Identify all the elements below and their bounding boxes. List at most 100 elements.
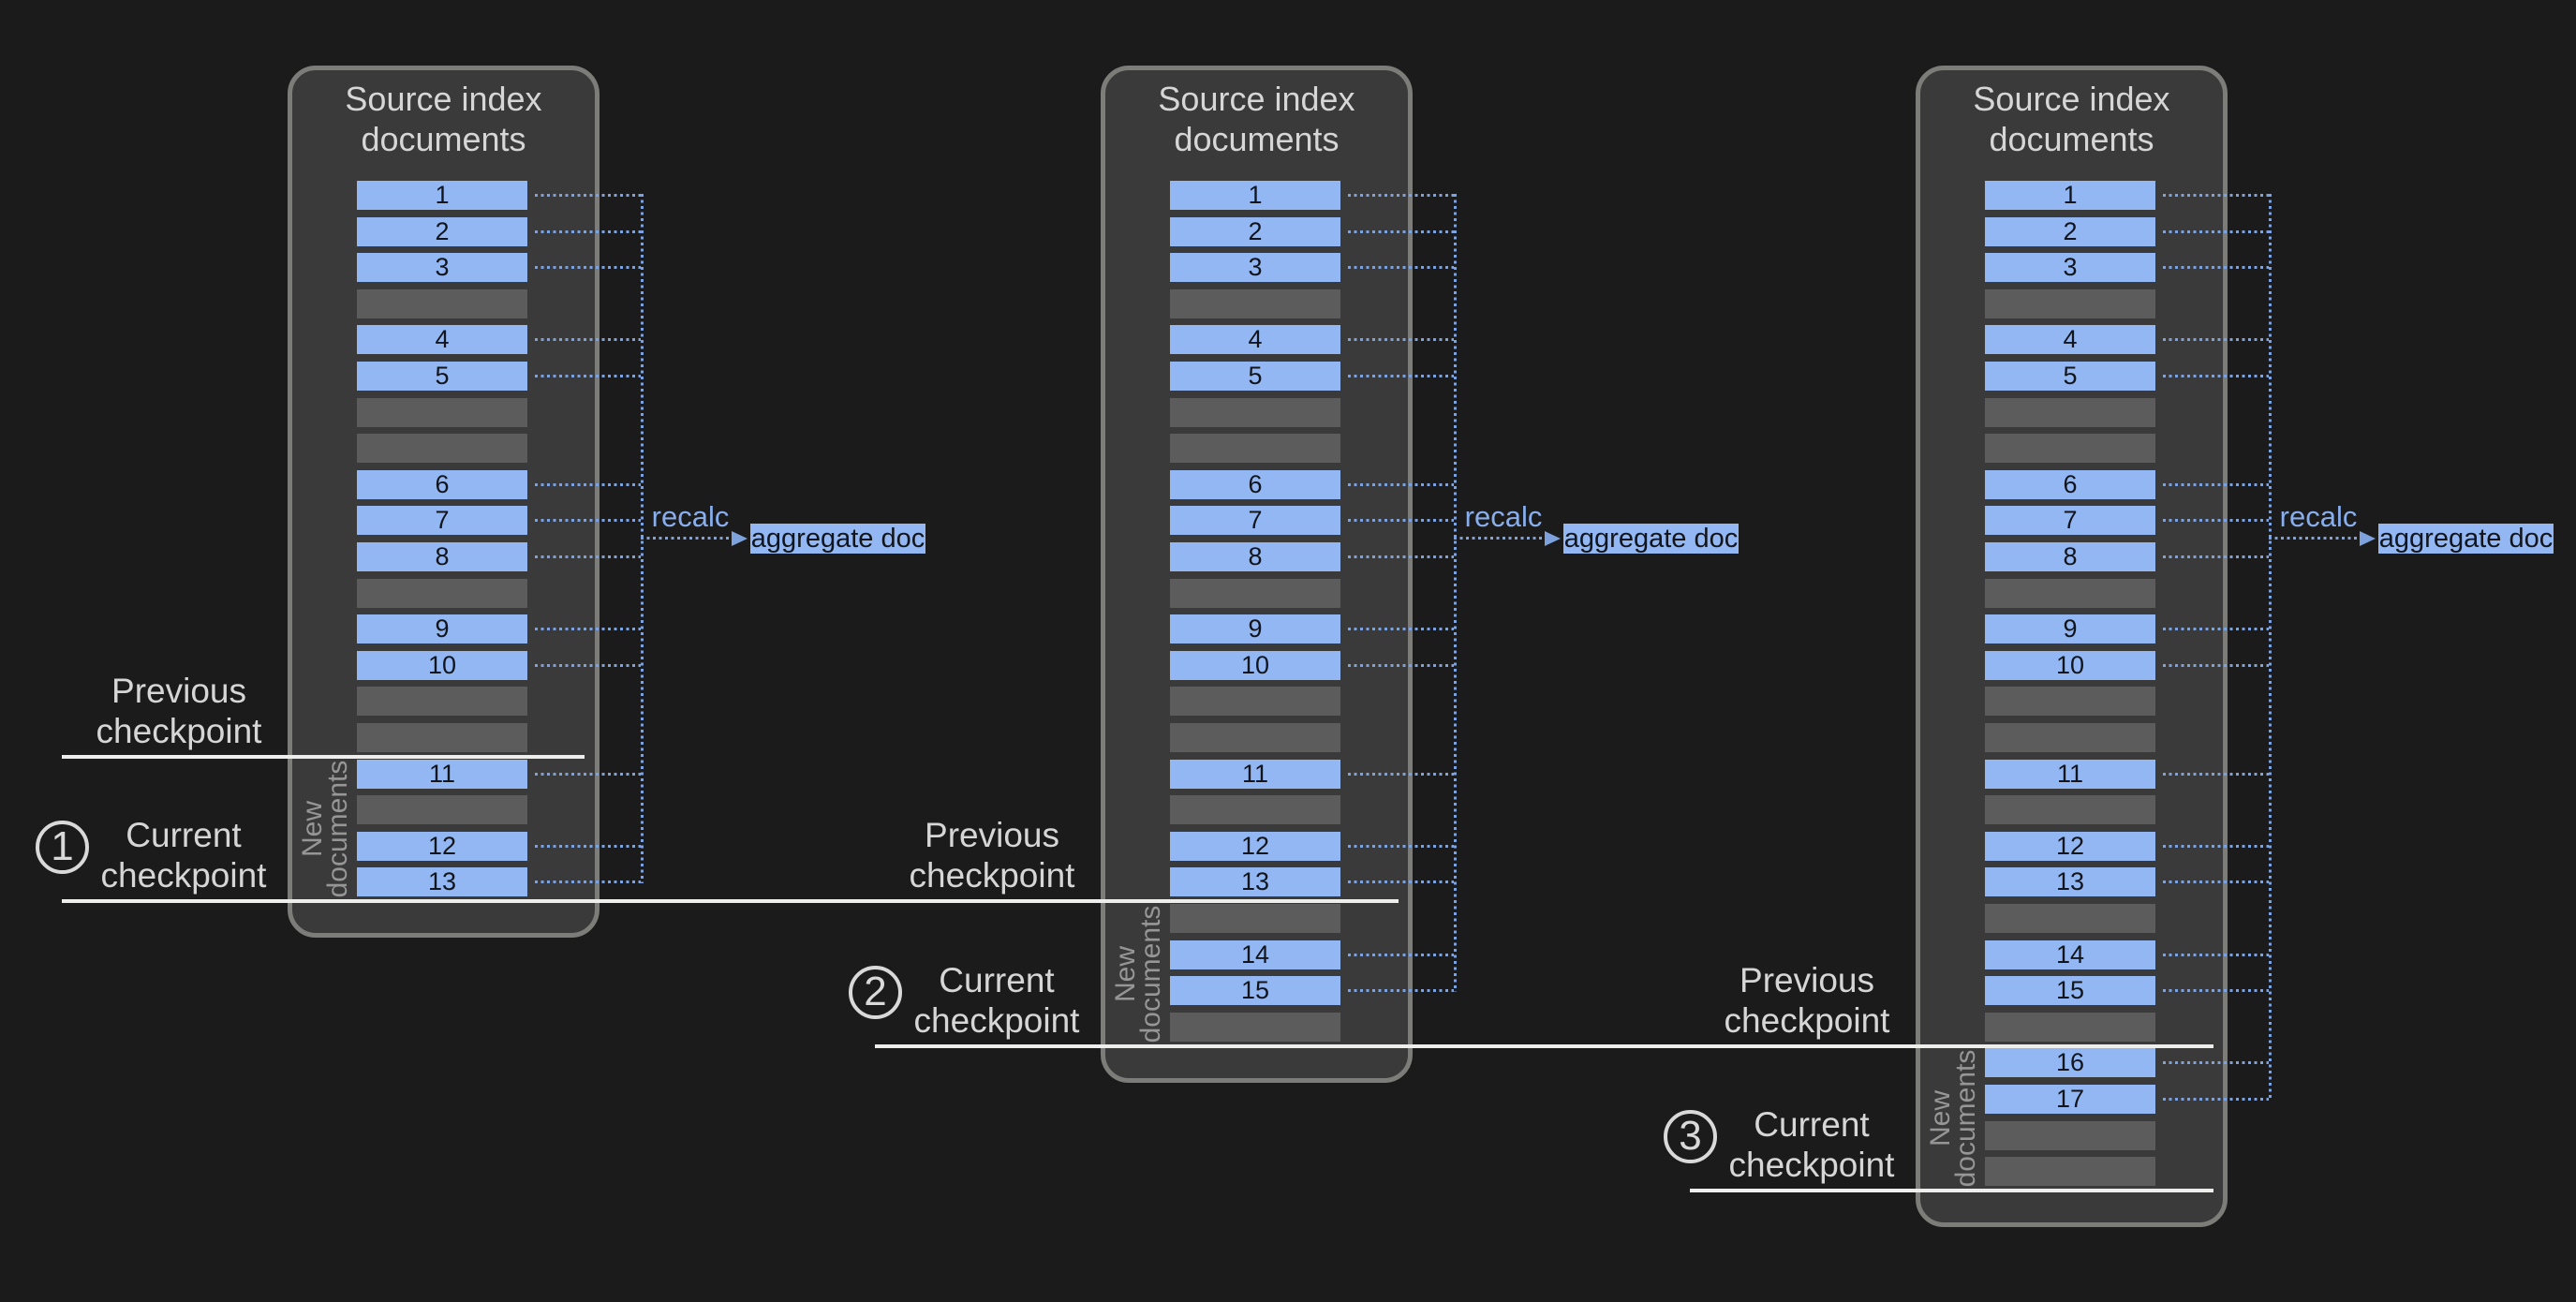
document-row: 10 bbox=[1170, 650, 1340, 680]
previous-checkpoint-label-line: Previous bbox=[111, 672, 246, 710]
document-row: 16 bbox=[1985, 1048, 2155, 1078]
document-row: 5 bbox=[357, 362, 527, 391]
bracket-connector-line bbox=[535, 628, 641, 631]
source-index-panel bbox=[288, 66, 600, 938]
checkpoint-number-badge: 1 bbox=[36, 821, 89, 874]
bracket-connector-line bbox=[1348, 844, 1454, 848]
current-checkpoint-label-line: checkpoint bbox=[100, 856, 267, 895]
bracket-vertical-line bbox=[1454, 194, 1457, 993]
recalc-arrowhead-icon bbox=[2360, 531, 2376, 546]
empty-document-slot bbox=[1985, 795, 2155, 825]
bracket-connector-line bbox=[2163, 880, 2269, 884]
current-checkpoint-label-line: Current bbox=[1754, 1105, 1870, 1144]
document-row: 2 bbox=[1985, 216, 2155, 246]
previous-checkpoint-label-line: checkpoint bbox=[1724, 1001, 1890, 1040]
bracket-connector-line bbox=[1348, 338, 1454, 342]
document-row: 14 bbox=[1170, 940, 1340, 969]
document-row: 14 bbox=[1985, 940, 2155, 969]
previous-checkpoint-label-line: checkpoint bbox=[909, 856, 1075, 895]
bracket-connector-line bbox=[535, 229, 641, 233]
empty-document-slot bbox=[1985, 1120, 2155, 1150]
document-row: 13 bbox=[1985, 867, 2155, 897]
previous-checkpoint-label-line: Previous bbox=[1740, 961, 1874, 999]
empty-document-slot bbox=[1985, 1157, 2155, 1187]
empty-document-slot bbox=[1985, 397, 2155, 427]
document-row: 1 bbox=[1985, 181, 2155, 210]
document-row: 12 bbox=[1170, 831, 1340, 861]
bracket-connector-line bbox=[2163, 194, 2269, 197]
new-documents-label-line: New bbox=[1925, 1090, 1956, 1147]
document-row: 7 bbox=[1985, 506, 2155, 536]
bracket-connector-line bbox=[2163, 844, 2269, 848]
empty-document-slot bbox=[357, 723, 527, 752]
bracket-connector-line bbox=[1348, 989, 1454, 993]
document-row: 8 bbox=[1170, 542, 1340, 571]
bracket-connector-line bbox=[535, 663, 641, 667]
bracket-connector-line bbox=[535, 555, 641, 558]
document-row: 11 bbox=[357, 759, 527, 789]
empty-document-slot bbox=[357, 795, 527, 825]
bracket-connector-line bbox=[2163, 338, 2269, 342]
current-checkpoint-line bbox=[875, 1044, 2213, 1048]
current-checkpoint-label-line: checkpoint bbox=[913, 1001, 1080, 1040]
bracket-connector-line bbox=[1348, 229, 1454, 233]
document-row: 8 bbox=[1985, 542, 2155, 571]
bracket-connector-line bbox=[1348, 953, 1454, 956]
empty-document-slot bbox=[357, 397, 527, 427]
document-row: 2 bbox=[1170, 216, 1340, 246]
recalc-arrowhead-icon bbox=[732, 531, 748, 546]
bracket-connector-line bbox=[535, 338, 641, 342]
empty-document-slot bbox=[1985, 904, 2155, 933]
recalc-arrow-line bbox=[1454, 537, 1545, 540]
new-documents-label-line: documents bbox=[322, 760, 353, 898]
bracket-connector-line bbox=[535, 375, 641, 377]
empty-document-slot bbox=[1985, 434, 2155, 464]
bracket-connector-line bbox=[2163, 375, 2269, 377]
document-row: 8 bbox=[357, 542, 527, 571]
aggregate-doc-badge: aggregate doc bbox=[1563, 524, 1739, 554]
empty-document-slot bbox=[357, 434, 527, 464]
empty-document-slot bbox=[357, 687, 527, 717]
document-row: 4 bbox=[357, 325, 527, 355]
empty-document-slot bbox=[1170, 289, 1340, 318]
bracket-connector-line bbox=[2163, 1061, 2269, 1065]
empty-document-slot bbox=[1170, 434, 1340, 464]
empty-document-slot bbox=[357, 578, 527, 608]
document-row: 13 bbox=[357, 867, 527, 897]
document-row: 13 bbox=[1170, 867, 1340, 897]
empty-document-slot bbox=[1170, 578, 1340, 608]
document-row: 10 bbox=[1985, 650, 2155, 680]
empty-document-slot bbox=[1985, 687, 2155, 717]
bracket-connector-line bbox=[1348, 194, 1454, 197]
bracket-connector-line bbox=[2163, 266, 2269, 270]
empty-document-slot bbox=[1985, 289, 2155, 318]
document-row: 4 bbox=[1985, 325, 2155, 355]
bracket-connector-line bbox=[2163, 663, 2269, 667]
empty-document-slot bbox=[1985, 578, 2155, 608]
bracket-connector-line bbox=[535, 772, 641, 776]
panel-title-line: Source index bbox=[345, 80, 542, 118]
document-row: 5 bbox=[1985, 362, 2155, 391]
recalc-arrowhead-icon bbox=[1545, 531, 1561, 546]
document-row: 12 bbox=[1985, 831, 2155, 861]
new-documents-label-line: New bbox=[297, 801, 328, 858]
document-row: 6 bbox=[1170, 469, 1340, 499]
empty-document-slot bbox=[1985, 1012, 2155, 1042]
bracket-connector-line bbox=[2163, 953, 2269, 956]
bracket-connector-line bbox=[1348, 266, 1454, 270]
recalc-label: recalc bbox=[2279, 500, 2358, 533]
recalc-arrow-line bbox=[2269, 537, 2360, 540]
document-row: 15 bbox=[1170, 976, 1340, 1006]
document-row: 7 bbox=[357, 506, 527, 536]
document-row: 12 bbox=[357, 831, 527, 861]
document-row: 6 bbox=[1985, 469, 2155, 499]
panel-title-line: Source index bbox=[1158, 80, 1355, 118]
document-row: 9 bbox=[357, 614, 527, 644]
document-row: 5 bbox=[1170, 362, 1340, 391]
